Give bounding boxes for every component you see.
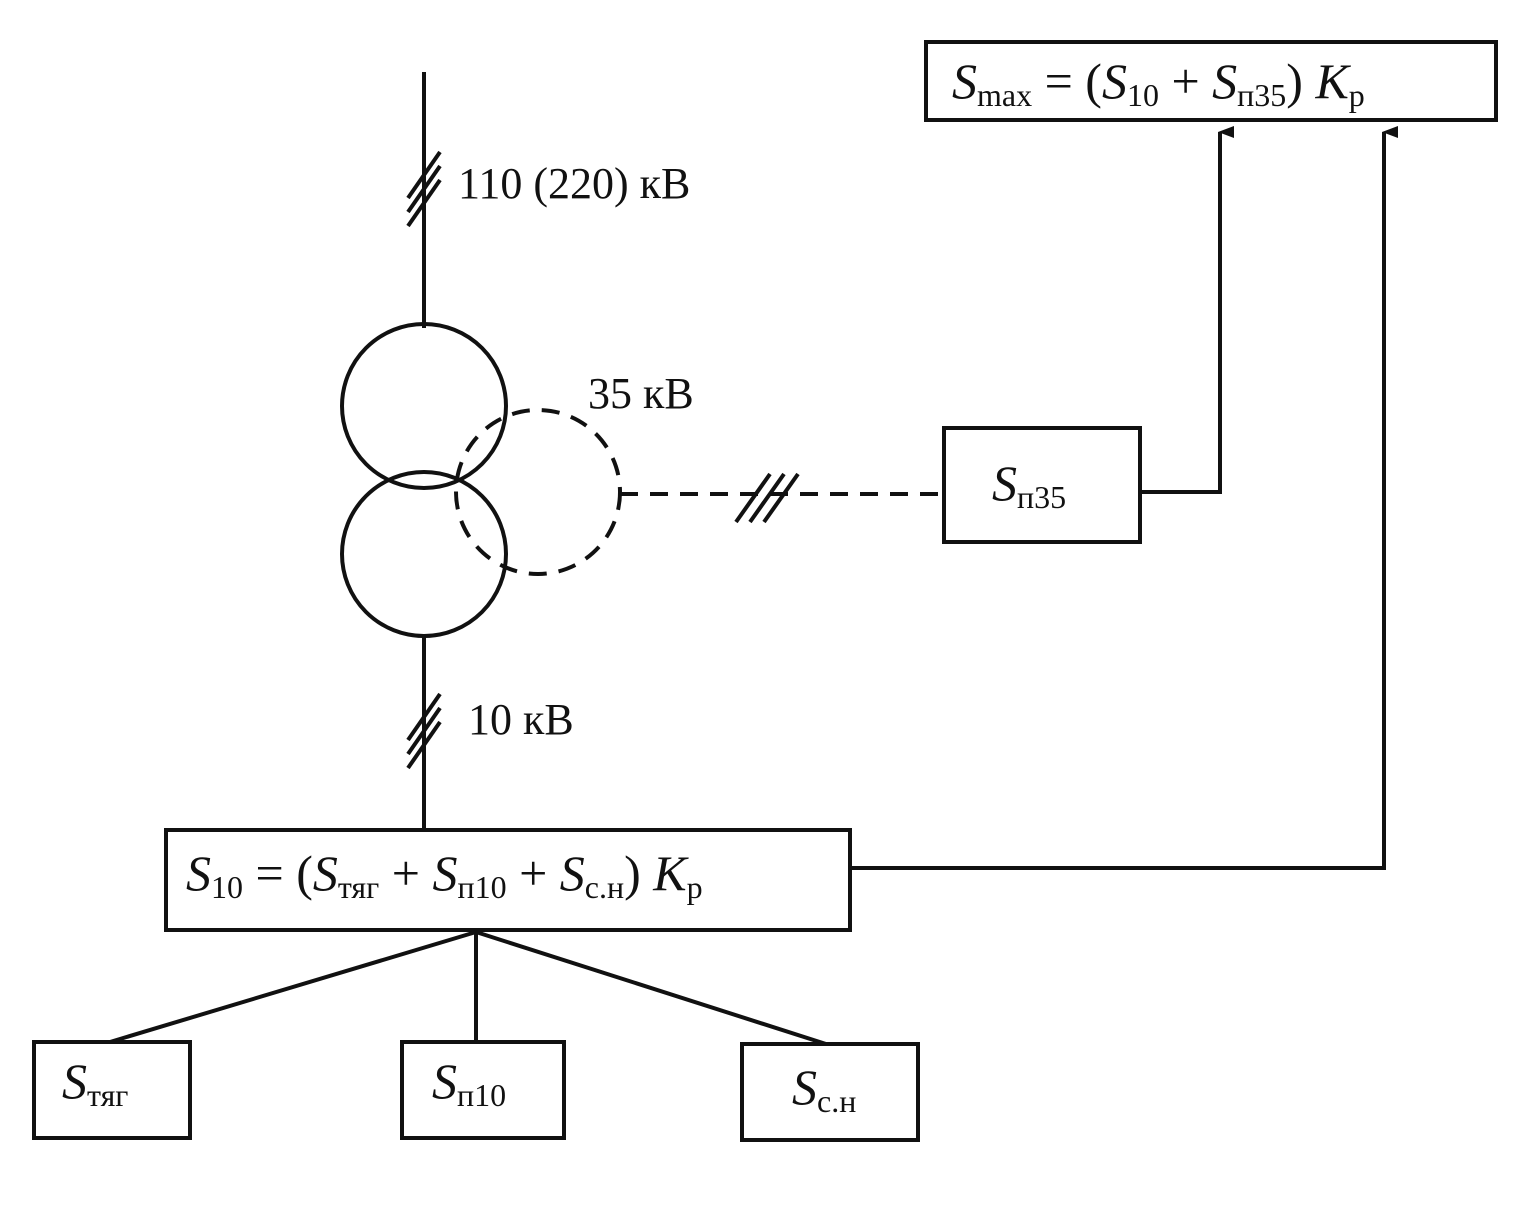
- s10-formula: S10 = (Sтяг + Sп10 + Sс.н) Kр: [186, 845, 703, 905]
- hv-voltage-label: 110 (220) кВ: [458, 159, 690, 208]
- smax-formula: Smax = (S10 + Sп35) Kр: [952, 53, 1365, 113]
- s10-box: [164, 828, 852, 932]
- sp10-box: [400, 1040, 566, 1140]
- mv-voltage-label: 35 кВ: [588, 369, 694, 418]
- styag-label: Sтяг: [62, 1053, 128, 1113]
- lv-voltage-label: 10 кВ: [468, 695, 574, 744]
- transformer-primary-winding: [340, 322, 508, 490]
- mv-three-phase-mark: [734, 472, 800, 524]
- ssn-box: [740, 1042, 920, 1142]
- sp35-label: Sп35: [992, 455, 1066, 515]
- ssn-label: Sс.н: [792, 1059, 856, 1119]
- lv-three-phase-mark: [406, 692, 442, 770]
- component-connectors: [109, 930, 827, 1046]
- smax-box: [924, 40, 1498, 122]
- sp35-box: [942, 426, 1142, 544]
- hv-three-phase-mark: [406, 150, 442, 228]
- s10-to-smax-arrow: [850, 126, 1398, 870]
- styag-box: [32, 1040, 192, 1140]
- sp35-to-smax-arrow: [1140, 126, 1234, 494]
- sp10-label: Sп10: [432, 1053, 506, 1113]
